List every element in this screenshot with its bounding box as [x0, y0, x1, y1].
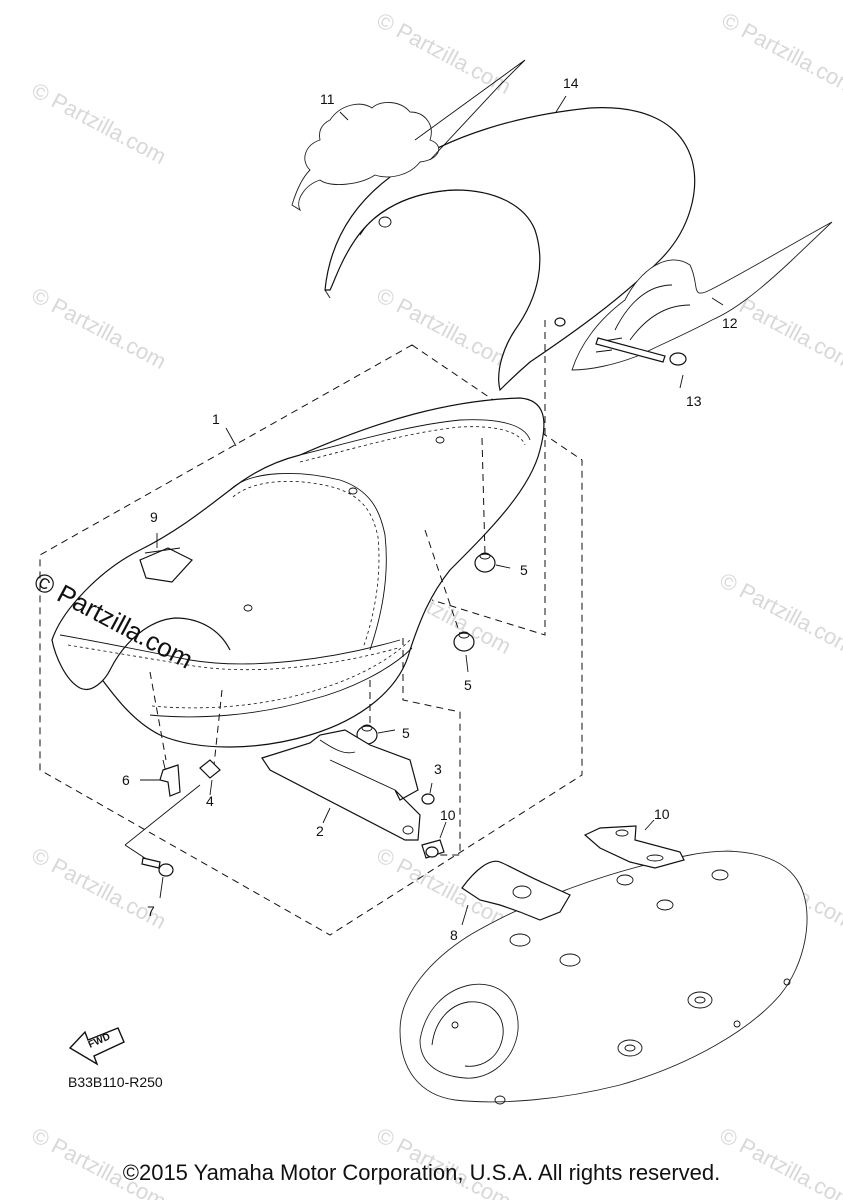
callout-5: 5	[520, 562, 528, 578]
diagram-code: B33B110-R250	[68, 1074, 163, 1090]
screw-part	[141, 857, 174, 877]
stud-part	[421, 839, 445, 859]
callout-12: 7	[147, 903, 155, 919]
callout-labels: 14 11 12 13 1 9 5 5 5 6 4 3 10 2 7 8 10	[122, 75, 738, 943]
callout-6: 6	[122, 772, 130, 788]
callout-8: 10	[440, 807, 456, 823]
hook-part	[159, 764, 181, 797]
callout-10: 12	[722, 315, 738, 331]
callout-7: 9	[150, 509, 158, 525]
callout-2: 2	[316, 823, 324, 839]
seat-bracket-part	[261, 729, 421, 841]
watermark: © Partzilla.com	[28, 77, 171, 169]
callout-leaders	[140, 95, 724, 926]
watermark: © Partzilla.com	[28, 842, 171, 934]
bracket-13-part	[461, 860, 571, 921]
washer-part	[554, 317, 566, 327]
callout-5: 5	[402, 725, 410, 741]
rear-cowl-part	[324, 107, 696, 392]
callout-4: 4	[206, 793, 214, 809]
decal-right-part	[571, 221, 833, 371]
dashed-leader-lines	[124, 320, 546, 869]
callout-3: 3	[434, 761, 442, 777]
rear-fender-drawing	[399, 850, 808, 1105]
decal-left-part	[291, 59, 526, 212]
watermark: © Partzilla.com	[373, 7, 516, 99]
copyright-notice: ©2015 Yamaha Motor Corporation, U.S.A. A…	[122, 1160, 721, 1185]
callout-5: 5	[464, 677, 472, 693]
callout-9: 14	[563, 75, 579, 91]
seat-assembly-outline	[39, 344, 583, 936]
grommet-part	[474, 552, 496, 573]
nut-part	[421, 793, 435, 805]
clip-part	[199, 759, 221, 779]
watermark: © Partzilla.com	[28, 282, 171, 374]
callout-14: 10	[654, 806, 670, 822]
seat-part	[51, 397, 545, 748]
callout-13: 8	[450, 927, 458, 943]
bolt-11-part	[595, 337, 687, 366]
callout-11: 13	[686, 393, 702, 409]
watermark: © Partzilla.com	[716, 567, 843, 659]
fwd-arrow-icon: FWD	[68, 1027, 125, 1066]
watermark: © Partzilla.com	[373, 282, 516, 374]
caution-label-part	[139, 547, 193, 583]
callout-1: 1	[212, 411, 220, 427]
grommet-part	[453, 631, 475, 652]
bracket-14-part	[583, 825, 685, 869]
callout-10: 11	[320, 91, 335, 107]
watermark: © Partzilla.com	[718, 7, 843, 99]
